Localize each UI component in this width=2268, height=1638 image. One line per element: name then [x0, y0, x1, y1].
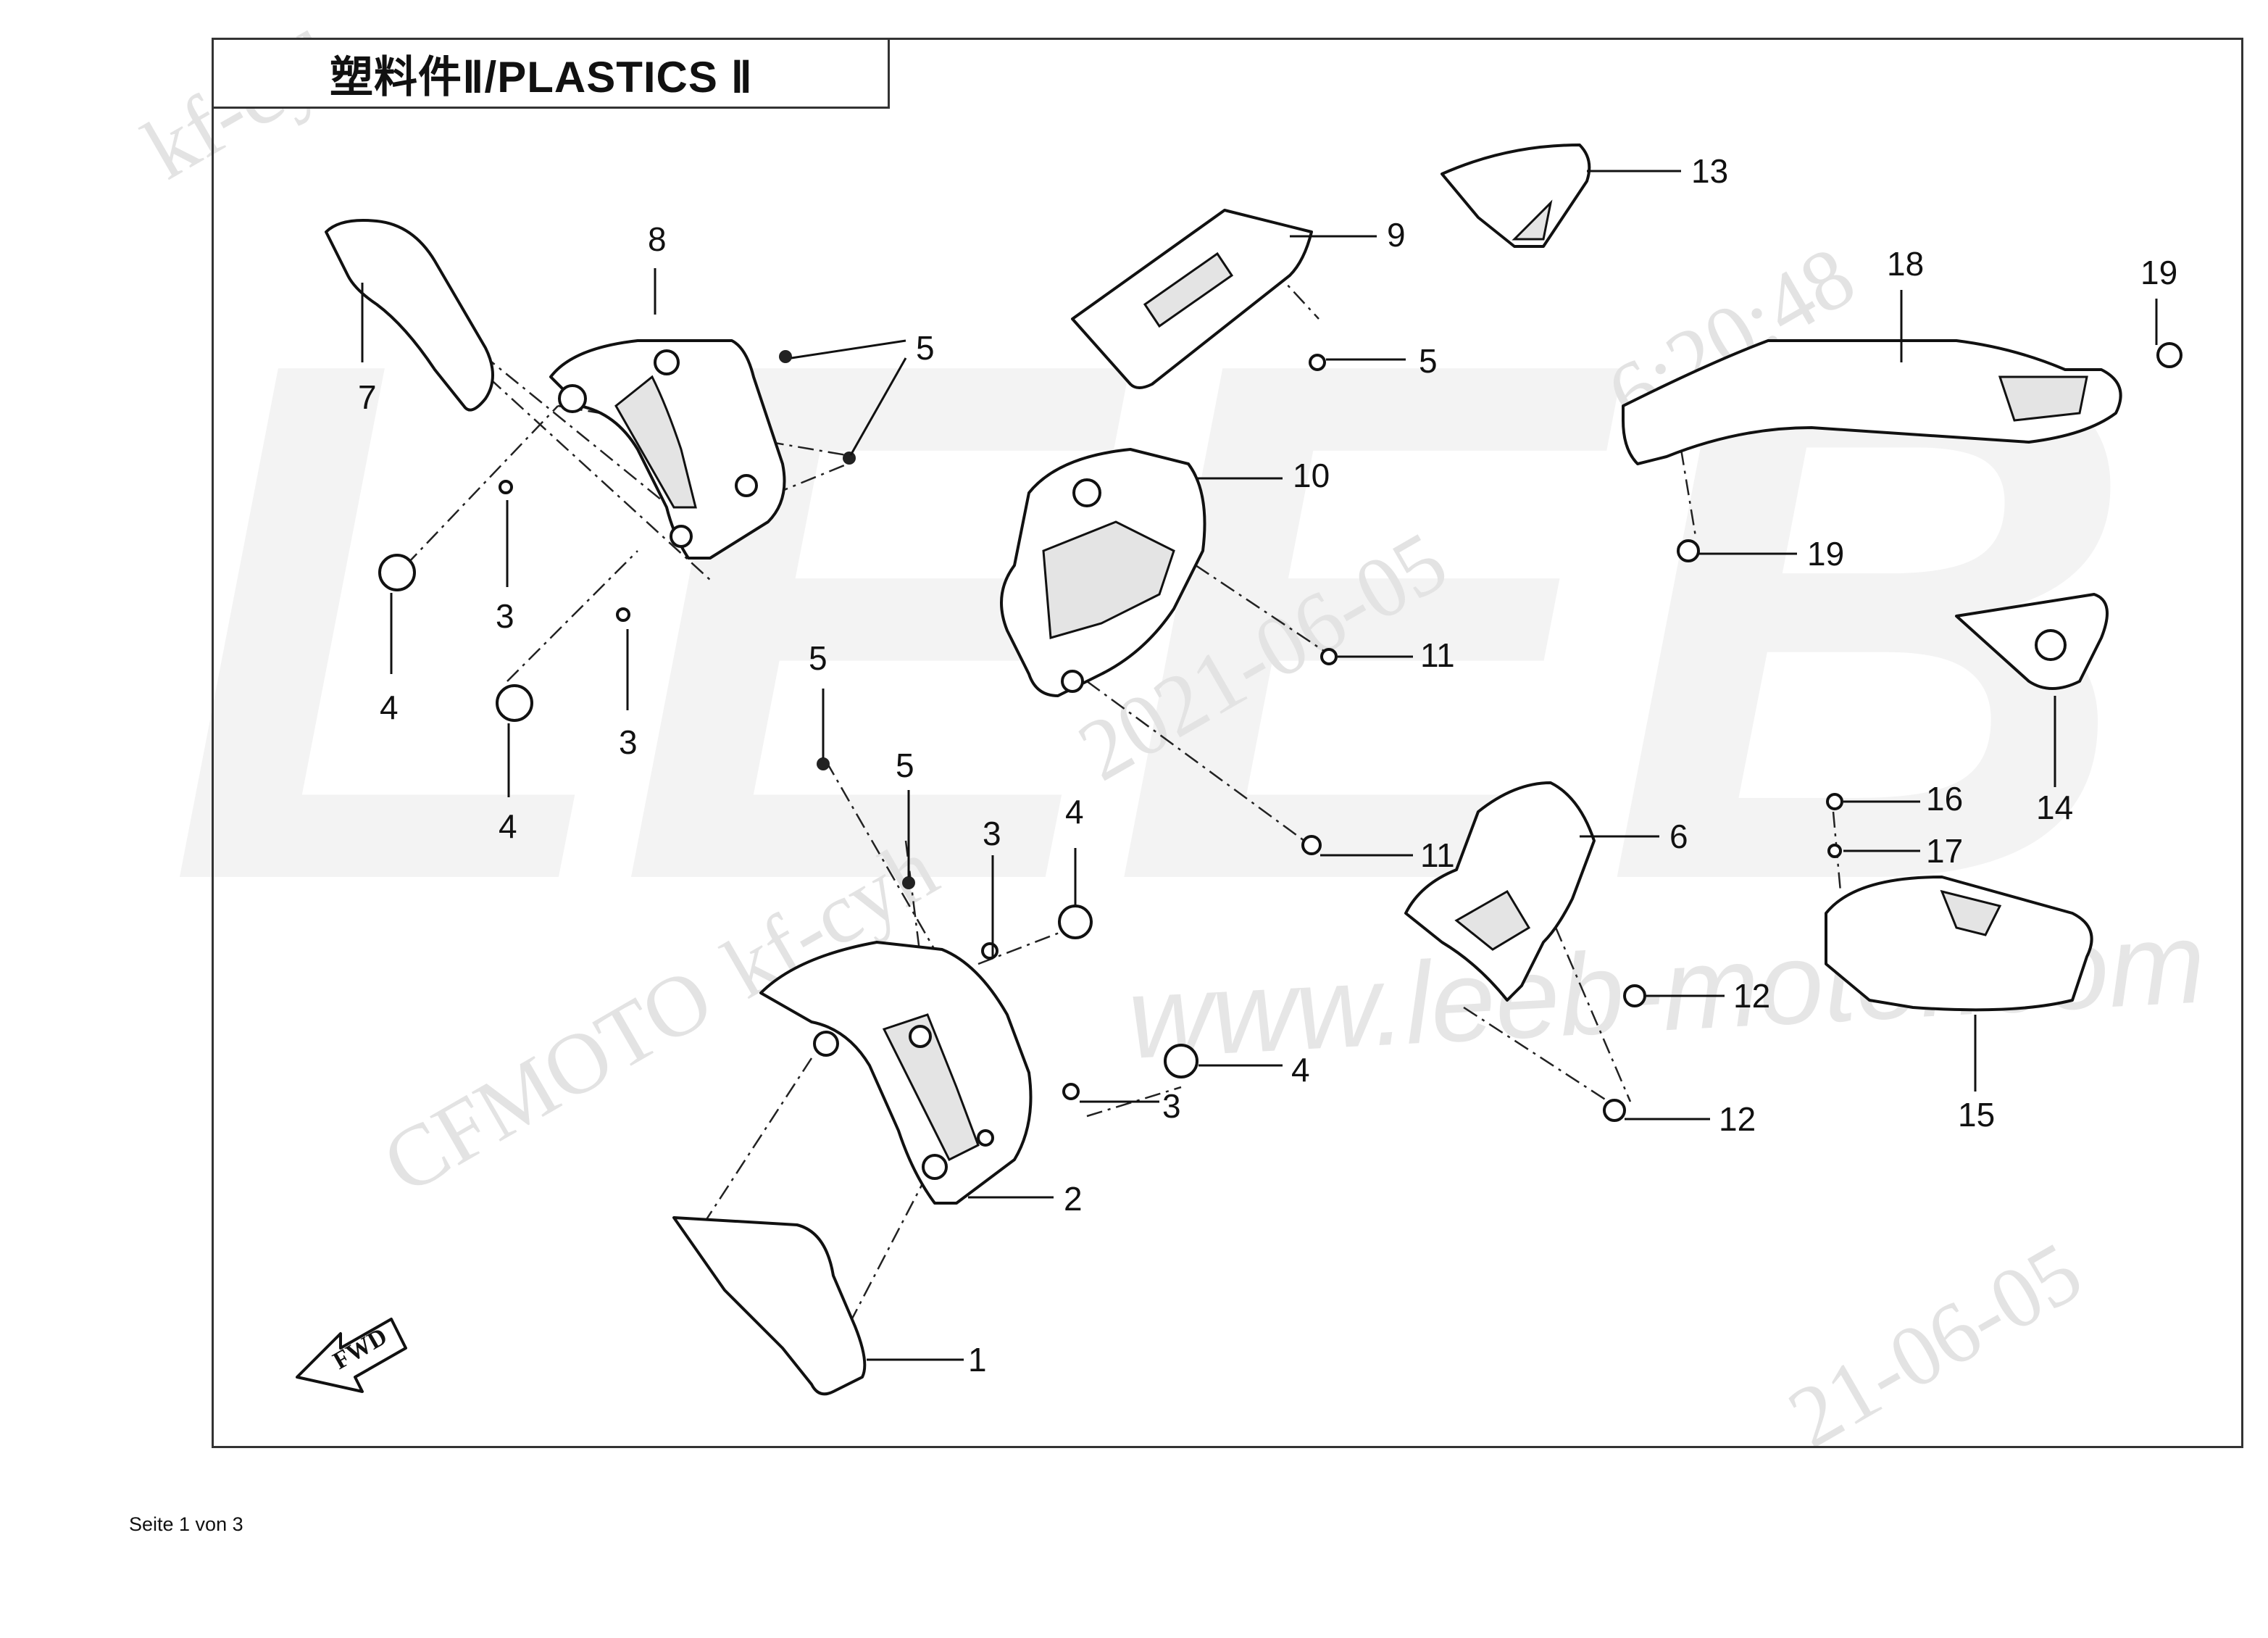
callout-14: 14 — [2036, 789, 2073, 826]
page-title: 塑料件Ⅱ/PLASTICS Ⅱ — [330, 52, 754, 101]
callout-4: 4 — [1065, 793, 1084, 831]
callout-9: 9 — [1387, 216, 1406, 254]
callout-6: 6 — [1669, 818, 1688, 855]
title-box: 塑料件Ⅱ/PLASTICS Ⅱ — [212, 38, 890, 109]
callout-2: 2 — [1064, 1180, 1083, 1218]
callout-5: 5 — [809, 639, 827, 677]
part-18-rear-panel — [1622, 339, 2122, 465]
part-2-front-cowl — [759, 941, 1033, 1205]
callout-numbers: 1 2 3 3 3 3 4 4 4 4 5 5 5 5 6 7 8 9 10 1… — [358, 152, 2177, 1379]
callout-17: 17 — [1926, 832, 1963, 870]
diagram-frame — [212, 38, 2243, 1448]
callout-5: 5 — [1419, 342, 1438, 380]
callout-leaders — [390, 170, 2158, 1361]
callout-7: 7 — [358, 378, 377, 416]
callout-1: 1 — [968, 1341, 987, 1379]
callout-5: 5 — [916, 329, 935, 367]
part-14-small-panel — [1955, 593, 2109, 690]
part-1-lower-cowl — [672, 1216, 867, 1396]
callout-11: 11 — [1420, 636, 1455, 674]
callout-15: 15 — [1958, 1096, 1995, 1134]
callout-12: 12 — [1733, 977, 1770, 1015]
callout-16: 16 — [1926, 780, 1963, 818]
callout-19: 19 — [2140, 254, 2177, 291]
fasteners — [378, 342, 2182, 1122]
callout-8: 8 — [648, 220, 667, 258]
part-15-under-tray — [1825, 876, 2093, 1012]
callout-11: 11 — [1420, 836, 1455, 874]
callout-19: 19 — [1807, 535, 1844, 573]
page-footer: Seite 1 von 3 — [129, 1513, 243, 1535]
part-8-radiator-cover — [549, 339, 786, 560]
callout-3: 3 — [1162, 1087, 1181, 1125]
part-13-small-cover — [1441, 144, 1591, 248]
part-7-side-trim — [325, 219, 494, 412]
callout-3: 3 — [619, 723, 638, 761]
callout-12: 12 — [1719, 1100, 1756, 1138]
callout-4: 4 — [1291, 1051, 1310, 1089]
part-6-inner-panel — [1404, 781, 1596, 1002]
callout-10: 10 — [1293, 457, 1330, 494]
callout-3: 3 — [983, 815, 1001, 852]
part-10-side-shield — [1000, 448, 1206, 697]
callout-5: 5 — [896, 747, 914, 784]
callout-18: 18 — [1887, 245, 1924, 283]
callout-4: 4 — [499, 807, 517, 845]
callout-4: 4 — [380, 689, 399, 726]
callout-3: 3 — [496, 597, 514, 635]
part-9-upper-panel — [1071, 209, 1313, 389]
callout-13: 13 — [1691, 152, 1728, 190]
